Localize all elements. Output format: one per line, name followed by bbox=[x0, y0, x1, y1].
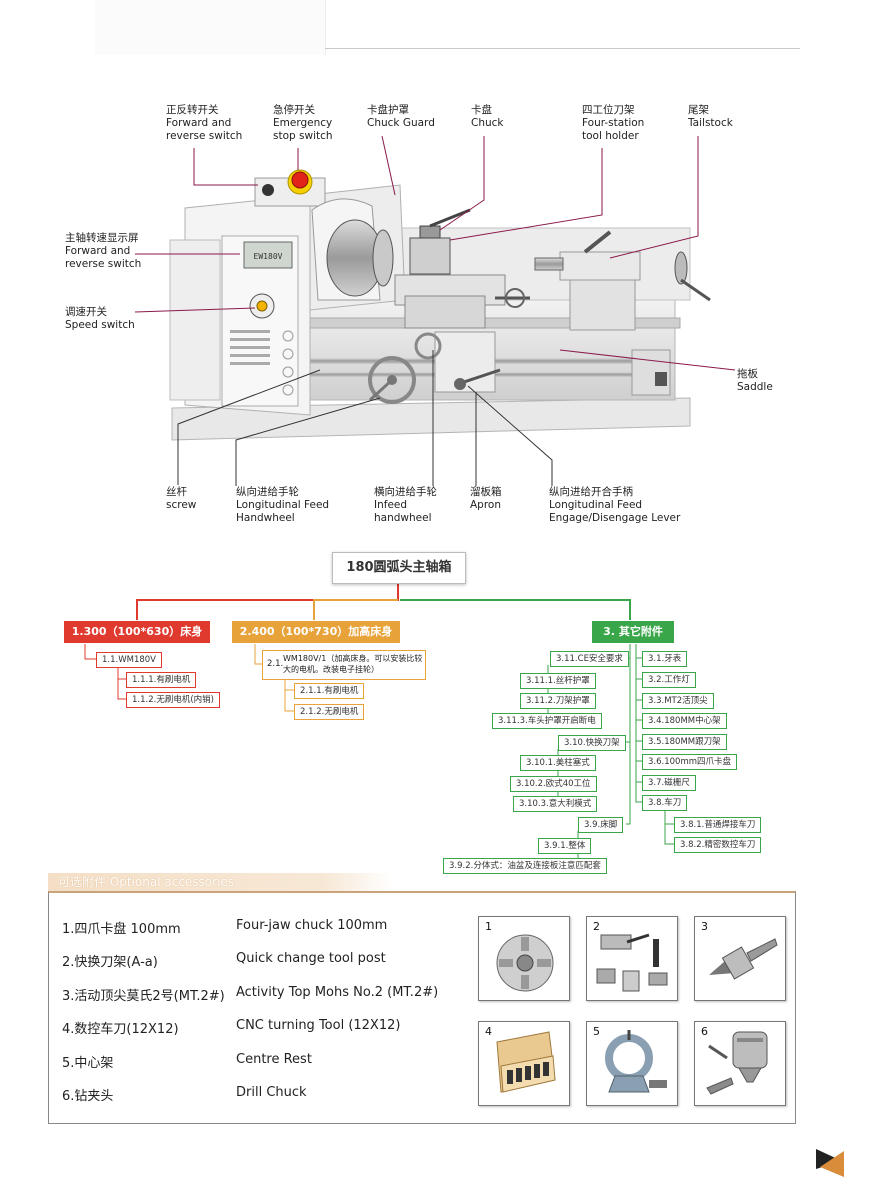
node-1-1: 1.1.WM180V bbox=[96, 652, 162, 668]
accessory-6-cn: 6.钻夹头 bbox=[62, 1089, 114, 1104]
node-3-11-3: 3.11.3.车头护罩开启断电 bbox=[492, 713, 602, 729]
tool-holder bbox=[409, 237, 451, 275]
accessory-4-en: CNC turning Tool (12X12) bbox=[236, 1018, 401, 1033]
accessory-2-cn: 2.快换刀架(A-a) bbox=[62, 955, 158, 970]
speed-display bbox=[243, 241, 293, 269]
node-3-11-1: 3.11.1.丝杆护罩 bbox=[520, 673, 596, 689]
accessory-image-centre-rest: 5 bbox=[586, 1021, 678, 1106]
mindmap-root: 180圆弧头主轴箱 bbox=[332, 552, 466, 584]
category-other-accessories: 3. 其它附件 bbox=[592, 621, 674, 643]
node-3-7: 3.7.磁栅尺 bbox=[642, 775, 696, 791]
category-400-raised-bed: 2.400（100*730）加高床身 bbox=[232, 621, 400, 643]
accessory-1-en: Four-jaw chuck 100mm bbox=[236, 918, 388, 933]
node-3-9-2: 3.9.2.分体式：油盆及连接板注意匹配套 bbox=[443, 858, 607, 874]
accessory-image-cnc-turning-tools: 4 bbox=[478, 1021, 570, 1106]
accessory-image-quick-change-tool-post: 2 bbox=[586, 916, 678, 1001]
accessory-image-drill-chuck: 6 bbox=[694, 1021, 786, 1106]
category-300-bed: 1.300（100*630）床身 bbox=[64, 621, 210, 643]
node-3-8: 3.8.车刀 bbox=[642, 795, 688, 811]
accessory-1-cn: 1.四爪卡盘 100mm bbox=[62, 922, 181, 937]
node-3-10: 3.10.快换刀架 bbox=[558, 735, 626, 751]
node-3-2: 3.2.工作灯 bbox=[642, 672, 696, 688]
infeed-handwheel bbox=[414, 332, 442, 360]
node-1-1-1: 1.1.1.有刷电机 bbox=[126, 672, 197, 688]
node-3-10-3: 3.10.3.意大利模式 bbox=[513, 796, 598, 812]
node-2-1: 2.1. WM180V/1（加高床身。可以安装比较 大的电机。改装电子挂轮） bbox=[262, 650, 426, 680]
header-blank-panel bbox=[95, 0, 326, 55]
node-3-10-1: 3.10.1.美柱塞式 bbox=[520, 755, 596, 771]
accessory-image-four-jaw-chuck: 1 bbox=[478, 916, 570, 1001]
page-corner-arrow-icon bbox=[816, 1149, 844, 1177]
node-3-10-2: 3.10.2.欧式40工位 bbox=[510, 776, 597, 792]
node-3-8-1: 3.8.1.普通焊接车刀 bbox=[674, 817, 762, 833]
forward-reverse-switch bbox=[262, 184, 274, 196]
lathe-illustration: EW180V bbox=[169, 169, 711, 441]
node-1-1-2: 1.1.2.无刷电机(内销) bbox=[126, 692, 220, 708]
node-3-3: 3.3.MT2活顶尖 bbox=[642, 693, 714, 709]
speed-display-text: EW180V bbox=[254, 252, 283, 261]
callout-lines bbox=[134, 135, 736, 486]
node-3-11-2: 3.11.2.刀架护罩 bbox=[520, 693, 596, 709]
node-3-9: 3.9.床脚 bbox=[578, 817, 624, 833]
accessory-3-en: Activity Top Mohs No.2 (MT.2#) bbox=[236, 985, 439, 1000]
longitudinal-handwheel bbox=[368, 356, 416, 404]
node-2-1-1: 2.1.1.有刷电机 bbox=[294, 683, 365, 699]
accessory-5-cn: 5.中心架 bbox=[62, 1056, 114, 1071]
node-3-11: 3.11.CE安全要求 bbox=[550, 651, 629, 667]
node-2-1-2: 2.1.2.无刷电机 bbox=[294, 704, 365, 720]
accessory-image-live-center: 3 bbox=[694, 916, 786, 1001]
accessory-2-en: Quick change tool post bbox=[236, 951, 386, 966]
optional-accessories-title: 可选附件 Optional accessories bbox=[48, 873, 393, 891]
node-3-5: 3.5.180MM跟刀架 bbox=[642, 734, 727, 750]
node-3-8-2: 3.8.2.精密数控车刀 bbox=[674, 837, 762, 853]
node-3-4: 3.4.180MM中心架 bbox=[642, 713, 727, 729]
accessory-6-en: Drill Chuck bbox=[236, 1085, 307, 1100]
header-divider bbox=[325, 48, 800, 49]
accessory-4-cn: 4.数控车刀(12X12) bbox=[62, 1022, 179, 1037]
node-3-1: 3.1.牙表 bbox=[642, 651, 688, 667]
accessory-5-en: Centre Rest bbox=[236, 1052, 312, 1067]
node-3-6: 3.6.100mm四爪卡盘 bbox=[642, 754, 738, 770]
accessory-3-cn: 3.活动顶尖莫氏2号(MT.2#) bbox=[62, 989, 225, 1004]
node-3-9-1: 3.9.1.整体 bbox=[538, 838, 592, 854]
